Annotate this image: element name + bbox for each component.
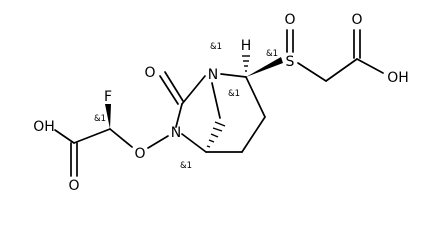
chemical-structure: O N N O F OH O S O O OH H &1 &1 &1 &1 &1 <box>33 12 409 194</box>
bond-carbonyl-double-b <box>164 71 184 102</box>
atom-fluorine: F <box>104 89 112 105</box>
stereo-label-fluoro-carbon: &1 <box>94 114 106 124</box>
bond-chf-f-wedge <box>105 104 111 129</box>
bond-carbonyl-double-a <box>159 75 179 105</box>
stereo-label-n-bridgehead: &1 <box>210 42 222 52</box>
atom-bridgehead-hydrogen: H <box>241 38 252 54</box>
bond-c7-n1 <box>181 75 206 105</box>
stereo-label-lower-bridgehead: &1 <box>180 161 192 171</box>
bond-c2-s-wedge <box>246 57 283 77</box>
atom-labels: O N N O F OH O S O O OH H <box>33 12 409 194</box>
atom-n-oxy-oxygen: O <box>134 146 145 162</box>
stereo-labels: &1 &1 &1 &1 &1 <box>94 42 278 171</box>
atom-amide-nitrogen: N <box>171 125 181 141</box>
bond-n1-bridge <box>211 82 221 119</box>
bond-c2-h-hash <box>242 55 250 72</box>
atom-bridge-nitrogen: N <box>208 67 218 83</box>
bond-cooh-right-oh <box>356 58 384 74</box>
atom-acid-carbonyl-o-left: O <box>68 178 79 194</box>
atom-acid-oh-left: OH <box>33 119 55 135</box>
atom-acid-oh-right: OH <box>387 70 409 86</box>
bond-c2-c3 <box>245 76 266 118</box>
bond-chf-cooh <box>73 128 111 144</box>
stereo-label-ring-c2: &1 <box>228 89 240 99</box>
bond-c5-n6 <box>181 133 207 153</box>
atom-carbonyl-oxygen: O <box>144 65 155 81</box>
bond-n6-o <box>147 135 169 149</box>
bond-s-ch2 <box>297 62 327 82</box>
bond-c3-c4 <box>241 116 266 153</box>
bond-c7-n6 <box>175 103 183 128</box>
atom-sulfinyl-oxygen: O <box>284 12 295 28</box>
bonds <box>54 29 384 177</box>
bond-c5-bridge-hash <box>206 121 226 148</box>
atom-sulfur: S <box>286 54 295 70</box>
stereo-label-ring-c2-second: &1 <box>266 49 278 59</box>
bond-o-chf <box>109 128 133 148</box>
bond-ch2-cooh <box>325 58 358 82</box>
atom-acid-carbonyl-o-right: O <box>351 12 362 28</box>
bond-n1-c2 <box>220 73 247 78</box>
bond-cooh-oh <box>54 129 75 144</box>
